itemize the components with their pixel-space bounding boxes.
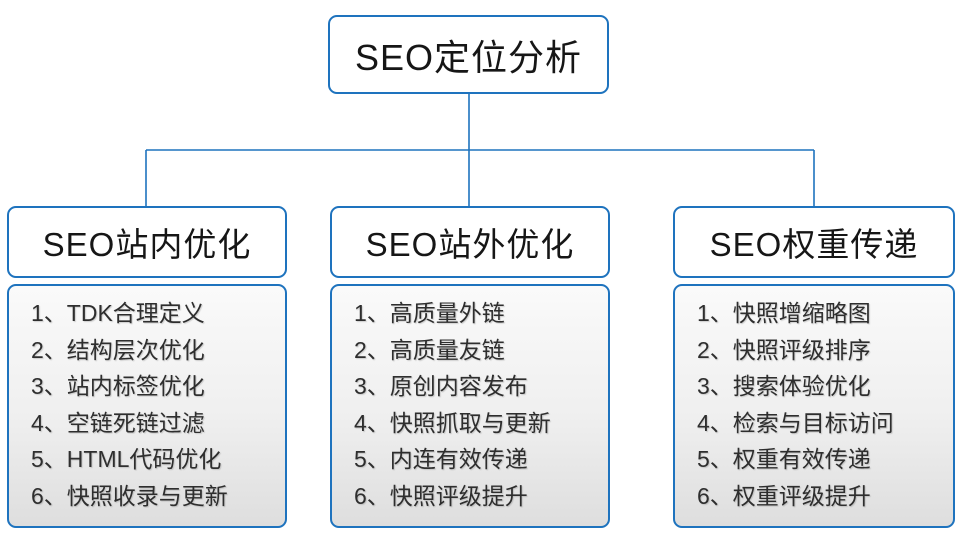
list-item: 4、空链死链过滤 xyxy=(31,409,205,436)
branch-weight-title: SEO权重传递 xyxy=(709,226,919,263)
list-item: 5、HTML代码优化 xyxy=(31,446,222,472)
list-item: 1、快照增缩略图 xyxy=(697,300,871,326)
branch-onsite-header: SEO站内优化 xyxy=(7,206,287,278)
branch-onsite-panel: 1、TDK合理定义 2、结构层次优化 3、站内标签优化 4、空链死链过滤 5、H… xyxy=(7,284,287,528)
list-item: 2、结构层次优化 xyxy=(31,336,205,363)
branch-weight-transfer: SEO权重传递 1、快照增缩略图 2、快照评级排序 3、搜索体验优化 4、检索与… xyxy=(673,206,955,528)
branch-weight-panel: 1、快照增缩略图 2、快照评级排序 3、搜索体验优化 4、检索与目标访问 5、权… xyxy=(673,284,955,528)
list-item: 4、检索与目标访问 xyxy=(697,409,894,436)
list-item: 6、权重评级提升 xyxy=(697,482,871,509)
list-item: 1、TDK合理定义 xyxy=(31,300,205,326)
list-item: 4、快照抓取与更新 xyxy=(354,409,551,436)
root-node: SEO定位分析 xyxy=(328,15,609,94)
list-item: 3、搜索体验优化 xyxy=(697,373,871,399)
branch-onsite-optimization: SEO站内优化 1、TDK合理定义 2、结构层次优化 3、站内标签优化 4、空链… xyxy=(7,206,287,528)
list-item: 3、站内标签优化 xyxy=(31,373,205,399)
list-item: 6、快照评级提升 xyxy=(354,482,528,509)
branch-offsite-header: SEO站外优化 xyxy=(330,206,610,278)
branch-onsite-title: SEO站内优化 xyxy=(42,226,252,263)
branch-offsite-panel: 1、高质量外链 2、高质量友链 3、原创内容发布 4、快照抓取与更新 5、内连有… xyxy=(330,284,610,528)
list-item: 3、原创内容发布 xyxy=(354,373,528,399)
branch-weight-header: SEO权重传递 xyxy=(673,206,955,278)
root-node-label: SEO定位分析 xyxy=(354,36,583,78)
list-item: 5、权重有效传递 xyxy=(697,446,871,472)
branch-offsite-title: SEO站外优化 xyxy=(365,226,575,263)
list-item: 6、快照收录与更新 xyxy=(31,482,228,509)
list-item: 2、高质量友链 xyxy=(354,336,505,363)
list-item: 2、快照评级排序 xyxy=(697,336,871,363)
branch-offsite-optimization: SEO站外优化 1、高质量外链 2、高质量友链 3、原创内容发布 4、快照抓取与… xyxy=(330,206,610,528)
list-item: 5、内连有效传递 xyxy=(354,446,528,472)
list-item: 1、高质量外链 xyxy=(354,300,505,326)
